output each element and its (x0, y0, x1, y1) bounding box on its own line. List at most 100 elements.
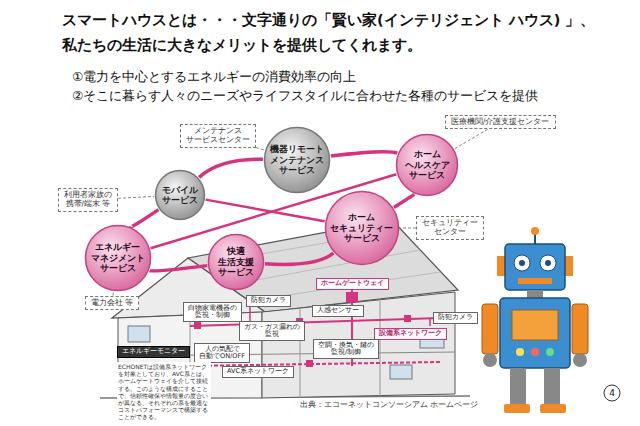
pink-circle (209, 235, 264, 290)
node-text: 医療機関/介護支援センター (450, 118, 551, 127)
node-text: ホーム セキュリティー サービス (329, 212, 394, 243)
node-text: 人の気配で 自動でON/OFF (198, 346, 246, 361)
robot-light (516, 348, 524, 356)
label-box: 医療機関/介護支援センター (445, 115, 556, 130)
service-circle: エネルギー マネジメント サービス (84, 224, 152, 292)
label-box: 電力会社 等 (85, 296, 139, 311)
robot-panel (512, 310, 558, 340)
pink-circle (85, 225, 150, 290)
text-group: 人の気配で 自動でON/OFF (198, 346, 246, 361)
label-box: AVC系ネットワーク (222, 366, 294, 378)
text-group: 白物家電機器の 監視・制御 (187, 305, 238, 320)
node-text: ガス・ガス漏れの 監視 (243, 324, 301, 339)
node-text: モバイル サービス (161, 185, 199, 206)
label-box: エネルギーモニター (117, 346, 190, 358)
label-box: ホームゲートウェイ (316, 278, 389, 290)
robot-arm (482, 304, 498, 354)
service-circle: 快適 生活支援 サービス (207, 233, 265, 291)
robot-body (500, 298, 570, 368)
text-group: 空調・換気・鍵の 監視/制御 (317, 342, 375, 357)
label-box: 設備系ネットワーク (374, 328, 447, 340)
node-text: ホーム ヘルスケア サービス (404, 149, 451, 180)
text-group: 快適 生活支援 サービス (217, 246, 255, 277)
text-group: 医療機関/介護支援センター (450, 118, 551, 127)
text-group: 防犯カメラ (437, 314, 474, 321)
node-text: セキュリティー センター (421, 219, 479, 236)
service-ring (150, 266, 208, 271)
robot-pupil (519, 260, 525, 266)
node-text: AVC系ネットワーク (226, 368, 290, 375)
text-group: メンテナンス サービスセンター (185, 127, 251, 144)
network-line (429, 319, 431, 326)
text-group: ホーム セキュリティー サービス (329, 212, 394, 243)
text-group: 防犯カメラ (250, 297, 287, 304)
robot-antenna (534, 234, 536, 244)
device (306, 360, 313, 367)
node-text: 快適 生活支援 サービス (217, 246, 255, 277)
node-text: 防犯カメラ (437, 314, 474, 321)
service-ring (265, 253, 333, 264)
service-circle: モバイル サービス (154, 169, 206, 221)
node-text: エネルギー マネジメント サービス (90, 242, 146, 273)
text-group: 人感センサー (316, 307, 360, 314)
robot-illustration (482, 227, 588, 413)
text-group: 機器リモート メンテナンス サービス (269, 144, 325, 175)
text-group: 電力会社 等 (90, 299, 134, 308)
node-text: 人感センサー (316, 307, 360, 314)
text-group: モバイル サービス (161, 185, 199, 206)
dashed-link (400, 227, 416, 228)
node-text: 利用者家族の 携帯/端末 等 (63, 191, 113, 208)
window (128, 326, 150, 342)
dashed-link (256, 148, 264, 151)
text-group: AVC系ネットワーク (226, 368, 290, 375)
label-box: メンテナンス サービスセンター (180, 124, 256, 147)
service-ring (131, 210, 159, 227)
label-box: 人感センサー (312, 305, 364, 317)
text-group: ホームゲートウェイ (320, 280, 385, 287)
node-text: 電力会社 等 (90, 299, 134, 308)
node-text: ホームゲートウェイ (320, 280, 385, 287)
robot-leg (510, 368, 526, 406)
robot-antenna-tip (531, 227, 539, 235)
text-group: エネルギー マネジメント サービス (90, 242, 146, 273)
device (404, 315, 411, 322)
source-caption: 出典：エコーネットコンソーシアム ホームページ (300, 400, 478, 410)
robot-leg (544, 368, 560, 406)
label-box: 利用者家族の 携帯/端末 等 (58, 188, 118, 211)
slide-title: スマートハウスとは・・・文字通りの「賢い家(インテリジェント ハウス) 」、 私… (62, 8, 607, 58)
label-box: ガス・ガス漏れの 監視 (239, 321, 305, 341)
node-text: 防犯カメラ (250, 297, 287, 304)
dashed-link (455, 129, 488, 148)
robot-mouth (518, 278, 552, 284)
point-text: ②そこに暮らす人々のニーズやライフスタイルに合わせた各種のサービスを提供 (72, 88, 538, 103)
service-circle: ホーム セキュリティー サービス (324, 190, 400, 266)
wall-side (262, 292, 455, 398)
pink-circle (397, 135, 458, 196)
service-circle: 機器リモート メンテナンス サービス (263, 126, 331, 194)
label-box: 防犯カメラ (433, 312, 478, 324)
pink-circle (325, 191, 398, 264)
node-text: 設備系ネットワーク (378, 330, 443, 337)
grey-circle (156, 171, 205, 220)
grey-circle (264, 127, 329, 192)
text-group: セキュリティー センター (421, 219, 479, 236)
device (194, 322, 201, 329)
robot-eye (514, 255, 530, 271)
label-box: 空調・換気・鍵の 監視/制御 (313, 339, 379, 359)
robot-light (546, 348, 554, 356)
note-text: ECHONETは設備系ネットワークを対象としており、AVC系とは、ホームゲートウ… (117, 362, 211, 422)
label-box: 白物家電機器の 監視・制御 (183, 302, 242, 322)
service-ring (394, 194, 414, 207)
robot-pupil (545, 260, 551, 266)
node-text: エネルギーモニター (121, 348, 186, 355)
text-group: 利用者家族の 携帯/端末 等 (63, 191, 113, 208)
robot-neck (527, 290, 543, 298)
text-group: エネルギーモニター (121, 348, 186, 355)
page-number: 4 (609, 388, 615, 399)
robot-head (505, 244, 565, 290)
label-box: 人の気配で 自動でON/OFF (194, 343, 250, 363)
node-text: 空調・換気・鍵の 監視/制御 (317, 342, 375, 357)
service-circle: ホーム ヘルスケア サービス (395, 133, 459, 197)
